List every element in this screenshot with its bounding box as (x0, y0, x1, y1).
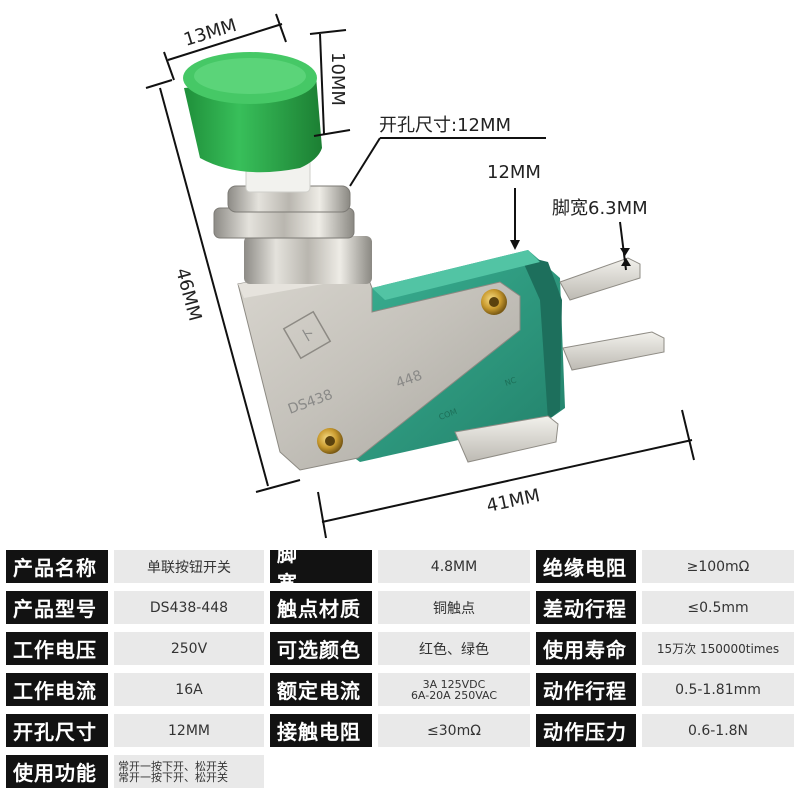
spec-value-voltage: 250V (114, 632, 264, 665)
cap-height-label: 10MM (327, 52, 348, 106)
terminal-no (559, 257, 641, 301)
product-figure: 卜 DS438 448 COM NC 13MM 10MM 开孔尺寸:12MM (145, 13, 695, 539)
spec-value-rated-current: 3A 125VDC 6A-20A 250VAC (378, 673, 530, 706)
spec-label-insulation: 绝缘电阻 (536, 550, 636, 583)
spec-label-product-name: 产品名称 (6, 550, 108, 583)
terminal-nc (562, 331, 665, 371)
spec-label-lifespan: 使用寿命 (536, 632, 636, 665)
spec-label-differential-travel: 差动行程 (536, 591, 636, 624)
spec-label-hole-size: 开孔尺寸 (6, 714, 108, 747)
hole-size-callout: 开孔尺寸:12MM (349, 115, 546, 187)
spec-value-operating-force: 0.6-1.8N (642, 714, 794, 747)
spec-table: 产品名称 单联按钮开关 脚宽 4.8MM 绝缘电阻 ≥100mΩ 产品型号 DS… (0, 546, 800, 800)
spec-value-hole-size: 12MM (114, 714, 264, 747)
spec-value-current: 16A (114, 673, 264, 706)
total-height-label: 46MM (171, 266, 205, 324)
spec-value-product-name: 单联按钮开关 (114, 550, 264, 583)
nc-label: NC (504, 375, 518, 388)
cap-width-label: 13MM (181, 15, 239, 51)
function-line-1: 常开一按下开、松开关 (118, 759, 228, 773)
brand-logo: 卜 (282, 310, 332, 360)
rated-current-line-2: 6A-20A 250VAC (410, 688, 498, 702)
body-width-label: 12MM (487, 162, 541, 183)
spec-label-colors: 可选颜色 (270, 632, 372, 665)
terminal-width-label: 脚宽6.3MM (552, 198, 648, 219)
total-length-label: 41MM (485, 485, 542, 517)
spec-label-operating-travel: 动作行程 (536, 673, 636, 706)
spec-value-contact-resistance: ≤30mΩ (378, 714, 530, 747)
spec-value-lifespan: 15万次 150000times (642, 632, 794, 665)
spec-value-differential-travel: ≤0.5mm (642, 591, 794, 624)
rated-current-line-1: 3A 125VDC (422, 677, 486, 691)
svg-text:卜: 卜 (297, 325, 317, 346)
spec-value-insulation: ≥100mΩ (642, 550, 794, 583)
spec-value-terminal-width: 4.8MM (378, 550, 530, 583)
function-line-2: 常开一按下开、松开关 (118, 770, 228, 784)
body-width-callout: 12MM (487, 162, 541, 250)
spec-label-terminal-width: 脚宽 (270, 550, 372, 583)
spec-value-model: DS438-448 (114, 591, 264, 624)
spec-value-colors: 红色、绿色 (378, 632, 530, 665)
spec-label-contact-material: 触点材质 (270, 591, 372, 624)
spec-value-contact-material: 铜触点 (378, 591, 530, 624)
threaded-bushing (213, 185, 372, 284)
spec-label-function: 使用功能 (6, 755, 108, 788)
spec-label-voltage: 工作电压 (6, 632, 108, 665)
spec-value-function: 常开一按下开、松开关 常开一按下开、松开关 (114, 755, 264, 788)
terminal-com (454, 415, 559, 463)
spec-value-operating-travel: 0.5-1.81mm (642, 673, 794, 706)
push-button-cap (183, 52, 322, 173)
hole-size-label: 开孔尺寸:12MM (379, 115, 511, 136)
terminal-width-callout: 脚宽6.3MM (552, 198, 648, 271)
spec-label-contact-resistance: 接触电阻 (270, 714, 372, 747)
spec-label-operating-force: 动作压力 (536, 714, 636, 747)
spec-label-model: 产品型号 (6, 591, 108, 624)
spec-label-rated-current: 额定电流 (270, 673, 372, 706)
dimension-cap-height: 10MM (309, 29, 351, 137)
spec-label-current: 工作电流 (6, 673, 108, 706)
